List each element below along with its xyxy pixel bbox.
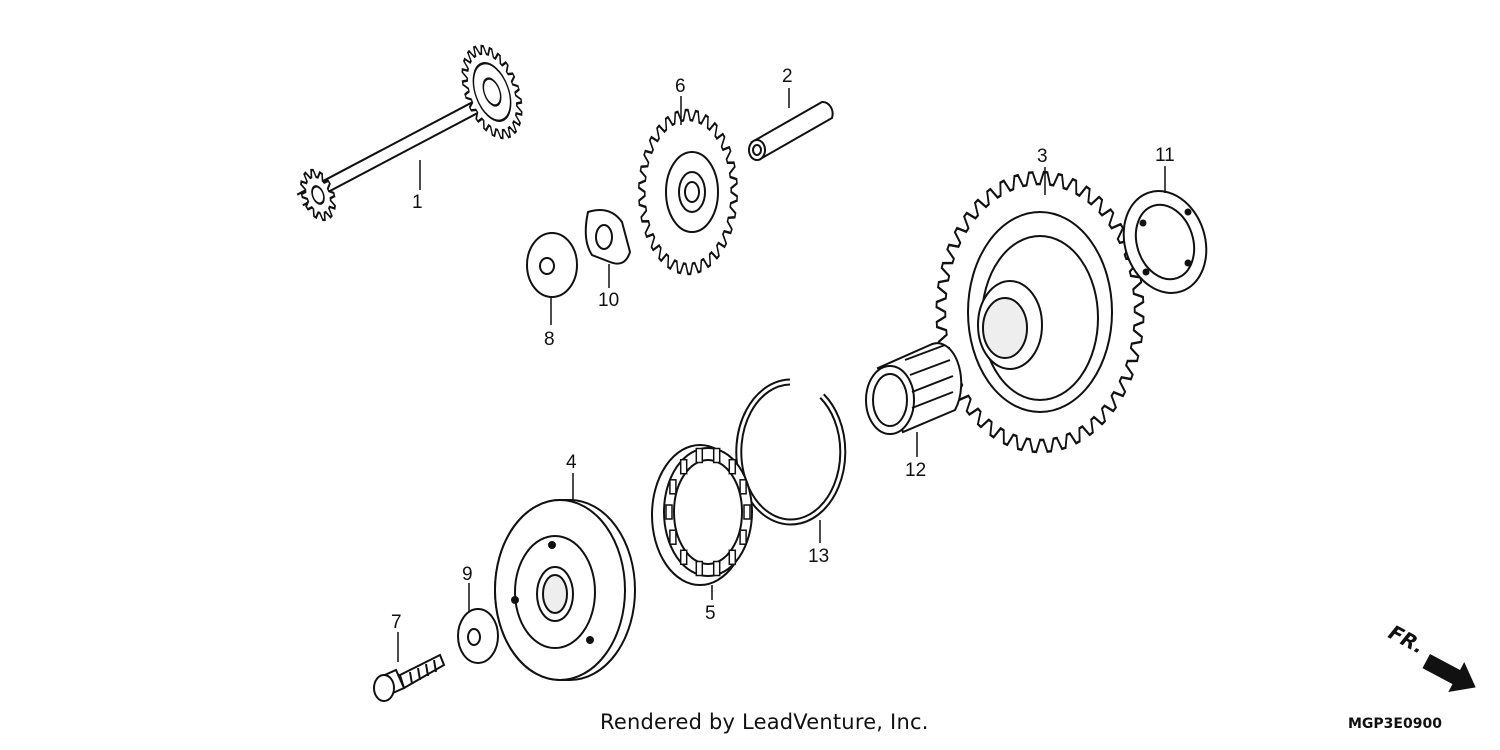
part-11-plate <box>1122 190 1208 294</box>
clutch-roller <box>743 504 751 520</box>
clutch-roller <box>728 549 737 566</box>
diagram-code: MGP3E0900 <box>1348 716 1442 732</box>
part-1-small-gear <box>300 168 336 222</box>
part-7-bolt <box>373 653 446 702</box>
part-1-shaft <box>296 44 523 222</box>
part-10-lock-washer <box>584 209 632 265</box>
front-direction-indicator: FR. <box>1385 620 1476 693</box>
part-4-starter-clutch-outer <box>494 499 636 681</box>
part-3-starter-driven-gear <box>935 170 1145 454</box>
clutch-roller <box>679 458 688 475</box>
callout-7: 7 <box>391 612 402 633</box>
clutch-roller <box>695 447 704 464</box>
callout-13: 13 <box>808 546 829 567</box>
clutch-roller <box>712 447 721 464</box>
callout-3: 3 <box>1037 146 1048 167</box>
part-13-snap-ring <box>735 378 847 526</box>
callout-labels: 1 2 3 4 5 6 7 8 9 10 11 12 13 <box>391 66 1175 633</box>
render-credit: Rendered by LeadVenture, Inc. <box>600 710 929 734</box>
callout-2: 2 <box>782 66 793 87</box>
callout-8: 8 <box>544 329 555 350</box>
clutch-roller <box>739 479 747 495</box>
part-2-pin <box>748 101 834 161</box>
clutch-roller <box>728 458 737 475</box>
part-12-needle-bearing <box>865 342 963 435</box>
front-direction-arrow-icon <box>1422 653 1476 693</box>
clutch-roller <box>665 504 673 520</box>
part-1-large-gear <box>461 44 523 140</box>
callout-4: 4 <box>566 452 577 473</box>
clutch-roller <box>712 560 721 577</box>
callout-12: 12 <box>905 460 926 481</box>
part-8-washer <box>526 232 578 298</box>
part-6-gear <box>638 108 738 276</box>
callout-9: 9 <box>462 564 473 585</box>
part-9-washer <box>457 608 499 664</box>
callout-10: 10 <box>598 290 619 311</box>
leader-lines <box>397 88 1166 662</box>
clutch-roller <box>679 549 688 566</box>
part-5-one-way-clutch <box>651 444 753 586</box>
callout-11: 11 <box>1155 145 1175 166</box>
clutch-roller <box>669 479 677 495</box>
callout-1: 1 <box>412 192 423 213</box>
callout-6: 6 <box>675 76 686 97</box>
clutch-roller <box>739 529 747 545</box>
clutch-roller <box>695 560 704 577</box>
front-direction-label: FR. <box>1385 620 1429 659</box>
clutch-roller <box>669 529 677 545</box>
callout-5: 5 <box>705 603 716 624</box>
